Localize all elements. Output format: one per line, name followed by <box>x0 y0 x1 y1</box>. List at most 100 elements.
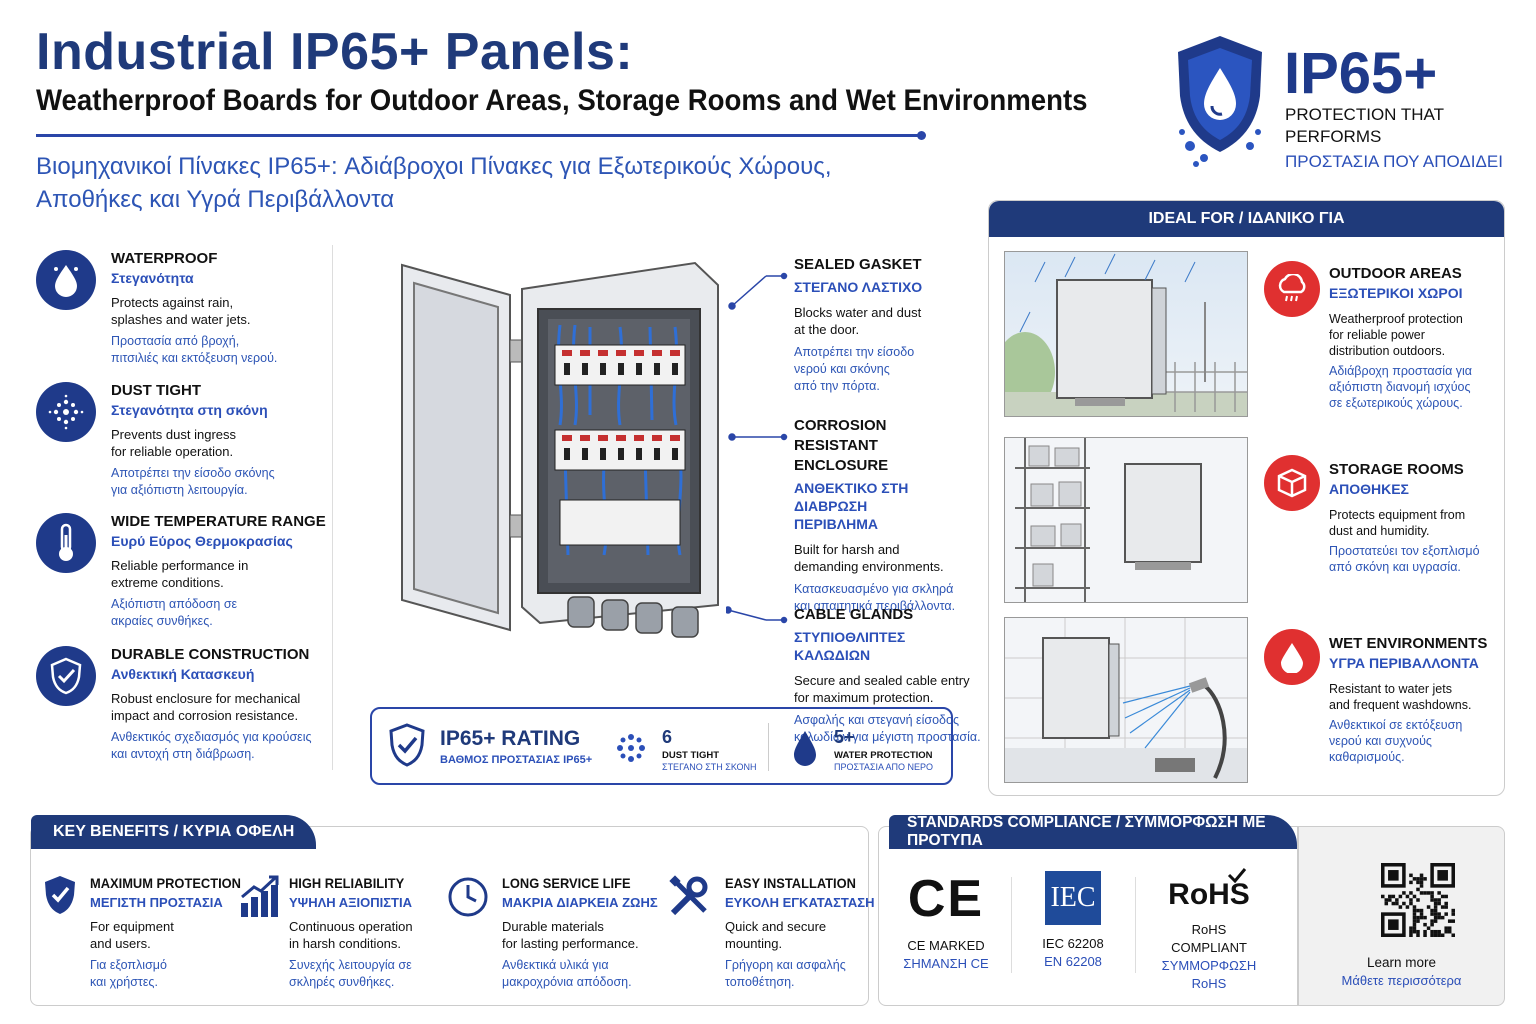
feature-desc: splashes and water jets. <box>111 312 251 327</box>
storage-box-icon <box>1264 455 1320 511</box>
ideal-item-outdoor: OUTDOOR AREAS ΕΞΩΤΕΡΙΚΟΙ ΧΩΡΟΙ Weatherpr… <box>1329 265 1499 411</box>
rating-title-greek: ΒΑΘΜΟΣ ΠΡΟΣΤΑΣΙΑΣ IP65+ <box>440 754 593 766</box>
logo-tagline: PROTECTION THAT PERFORMS <box>1285 104 1444 148</box>
callout-desc: at the door. <box>794 322 860 337</box>
learn-more-panel[interactable]: Learn more Μάθετε περισσότερα <box>1298 826 1505 1006</box>
callout-desc-greek: Κατασκευασμένο για σκληρά <box>794 582 954 596</box>
ideal-item-desc-greek: Ανθεκτικοί σε εκτόξευση <box>1329 718 1463 732</box>
iec-label: IEC 62208 <box>1042 936 1104 951</box>
ideal-item-title-greek: ΕΞΩΤΕΡΙΚΟΙ ΧΩΡΟΙ <box>1329 285 1463 301</box>
benefit-desc-greek: και χρήστες. <box>90 975 158 989</box>
callout-title: SEALED GASKET <box>794 256 922 273</box>
ideal-item-desc: Resistant to water jets <box>1329 682 1452 696</box>
qr-code-icon[interactable] <box>1381 863 1455 937</box>
shield-drop-icon <box>1178 36 1262 167</box>
water-drop-icon <box>1264 629 1320 685</box>
benefit-desc-greek: Για εξοπλισμό <box>90 958 167 972</box>
callout-title-greek: ΣΤΥΠΙΟΘΛΙΠΤΕΣ ΚΑΛΩΔΙΩΝ <box>794 629 906 663</box>
benefit-desc: for lasting performance. <box>502 936 639 951</box>
learn-more-link[interactable]: Learn more <box>1366 955 1437 970</box>
standards-divider <box>1011 877 1012 973</box>
ideal-item-desc-greek: νερού και συχνούς <box>1329 734 1432 748</box>
water-rating-number: 5+ <box>834 727 855 747</box>
ideal-item-desc: Protects equipment from <box>1329 508 1466 522</box>
ideal-for-header: IDEAL FOR / ΙΔΑΝΙΚΟ ΓΙΑ <box>989 201 1504 237</box>
callout-desc-greek: καλωδίων για μέγιστη προστασία. <box>794 730 981 744</box>
feature-title-greek: Ανθεκτική Κατασκευή <box>111 666 255 682</box>
benefit-title-greek: ΜΕΓΙΣΤΗ ΠΡΟΣΤΑΣΙΑ <box>90 895 223 910</box>
thermometer-icon <box>36 513 96 573</box>
dust-particles-icon <box>617 734 645 762</box>
bar-chart-growth-icon <box>241 875 279 917</box>
clock-icon <box>448 877 488 917</box>
feature-desc-greek: πιτσιλιές και εκτόξευση νερού. <box>111 351 278 365</box>
feature-desc-greek: Προστασία από βροχή, <box>111 334 240 348</box>
ce-label-greek: ΣΗΜΑΝΣΗ CE <box>903 956 989 971</box>
feature-title: WIDE TEMPERATURE RANGE <box>111 513 326 530</box>
ideal-item-title: OUTDOOR AREAS <box>1329 265 1462 282</box>
feature-desc: Reliable performance in <box>111 558 249 573</box>
benefit-desc-greek: τοποθέτηση. <box>725 975 795 989</box>
logo-tagline-greek: ΠΡΟΣΤΑΣΙΑ ΠΟΥ ΑΠΟΔΙΔΕΙ <box>1285 152 1503 171</box>
rohs-logo: RoHS <box>1168 878 1250 911</box>
ce-logo: CE <box>907 870 985 928</box>
feature-desc-greek: και αντοχή στη διάβρωση. <box>111 747 255 761</box>
rohs-label: COMPLIANT <box>1171 940 1247 955</box>
electrical-enclosure-illustration <box>401 261 719 638</box>
rating-title: IP65+ RATING <box>440 727 581 750</box>
wet-environment-scene-image <box>1004 617 1248 783</box>
dust-rating-greek: ΣΤΕΓΑΝΟ ΣΤΗ ΣΚΟΝΗ <box>662 762 757 772</box>
benefit-desc: in harsh conditions. <box>289 936 402 951</box>
callout-title-greek: ΑΝΘΕΚΤΙΚΟ ΣΤΗ ΔΙΑΒΡΩΣΗ <box>794 480 909 514</box>
ideal-item-desc: and frequent washdowns. <box>1329 698 1472 712</box>
callout-title: CABLE GLANDS <box>794 606 914 623</box>
benefit-desc: For equipment <box>90 919 174 934</box>
ideal-item-desc-greek: Αδιάβροχη προστασία για <box>1329 364 1473 378</box>
callout-desc-greek: Αποτρέπει την είσοδο <box>794 345 915 359</box>
ideal-item-title-greek: ΑΠΟΘΗΚΕΣ <box>1329 481 1409 497</box>
benefit-desc: and users. <box>90 936 151 951</box>
iec-label-2: EN 62208 <box>1044 954 1102 969</box>
greek-title-line2: Αποθήκες και Υγρά Περιβάλλοντα <box>36 186 395 213</box>
learn-more-link-greek[interactable]: Μάθετε περισσότερα <box>1341 973 1462 988</box>
callout-title: CORROSION RESISTANT <box>794 417 887 454</box>
callout-desc-greek: και απαιτητικά περιβάλλοντα. <box>794 599 956 613</box>
logo-tagline-2: PERFORMS <box>1285 127 1382 146</box>
shield-check-icon <box>36 646 96 706</box>
callout-cable-glands: CABLE GLANDS ΣΤΥΠΙΟΘΛΙΠΤΕΣ ΚΑΛΩΔΙΩΝ Secu… <box>794 605 984 746</box>
feature-desc: extreme conditions. <box>111 575 224 590</box>
dust-particles-icon <box>36 382 96 442</box>
benefit-title-greek: ΜΑΚΡΙΑ ΔΙΑΡΚΕΙΑ ΖΩΗΣ <box>502 895 658 910</box>
feature-title-greek: Στεγανότητα στη σκόνη <box>111 402 268 418</box>
ideal-item-desc: Weatherproof protection <box>1329 312 1463 326</box>
ideal-item-storage: STORAGE ROOMS ΑΠΟΘΗΚΕΣ Protects equipmen… <box>1329 461 1499 575</box>
callout-sealed-gasket: SEALED GASKET ΣΤΕΓΑΝΟ ΛΑΣΤΙΧΟ Blocks wat… <box>794 255 984 395</box>
greek-title: Βιομηχανικοί Πίνακες IP65+: Αδιάβροχοι Π… <box>36 150 832 216</box>
feature-title: WATERPROOF <box>111 250 218 267</box>
benefit-title-greek: ΕΥΚΟΛΗ ΕΓΚΑΤΑΣΤΑΣΗ <box>725 895 875 910</box>
rohs-mark: RoHS RoHS COMPLIANT ΣΥΜΜΟΡΦΩΣΗ RoHS <box>1149 868 1269 993</box>
ideal-for-panel: IDEAL FOR / ΙΔΑΝΙΚΟ ΓΙΑ OUTDOOR AREAS ΕΞ… <box>988 200 1505 796</box>
standards-divider <box>1135 877 1136 973</box>
callout-desc: demanding environments. <box>794 559 944 574</box>
logo-ip65: IP65+ <box>1284 41 1438 106</box>
feature-desc-greek: Αποτρέπει την είσοδο σκόνης <box>111 466 275 480</box>
ce-label: CE MARKED <box>907 938 985 953</box>
callout-desc-greek: νερού και σκόνης <box>794 362 890 376</box>
feature-desc-greek: Αξιόπιστη απόδοση σε <box>111 597 238 611</box>
benefit-desc-greek: σκληρές συνθήκες. <box>289 975 395 989</box>
feature-desc-greek: ακραίες συνθήκες. <box>111 614 213 628</box>
water-drop-icon <box>794 731 816 766</box>
key-benefits-panel: KEY BENEFITS / ΚΥΡΙΑ ΟΦΕΛΗ MAXIMUM PROTE… <box>30 815 874 1006</box>
page-subtitle: Weatherproof Boards for Outdoor Areas, S… <box>36 84 1088 117</box>
logo-tagline-1: PROTECTION THAT <box>1285 105 1444 124</box>
benefit-desc-greek: Γρήγορη και ασφαλής <box>725 958 846 972</box>
benefit-desc: mounting. <box>725 936 783 951</box>
rain-cloud-icon <box>1264 261 1320 317</box>
wrench-screwdriver-icon <box>669 875 708 916</box>
iec-mark: IEC IEC 62208 EN 62208 <box>1021 871 1125 971</box>
callout-title-greek: ΠΕΡΙΒΛΗΜΑ <box>794 516 879 532</box>
feature-desc: for reliable operation. <box>111 444 234 459</box>
feature-title: DURABLE CONSTRUCTION <box>111 646 310 663</box>
page-title: Industrial IP65+ Panels: <box>36 23 634 81</box>
